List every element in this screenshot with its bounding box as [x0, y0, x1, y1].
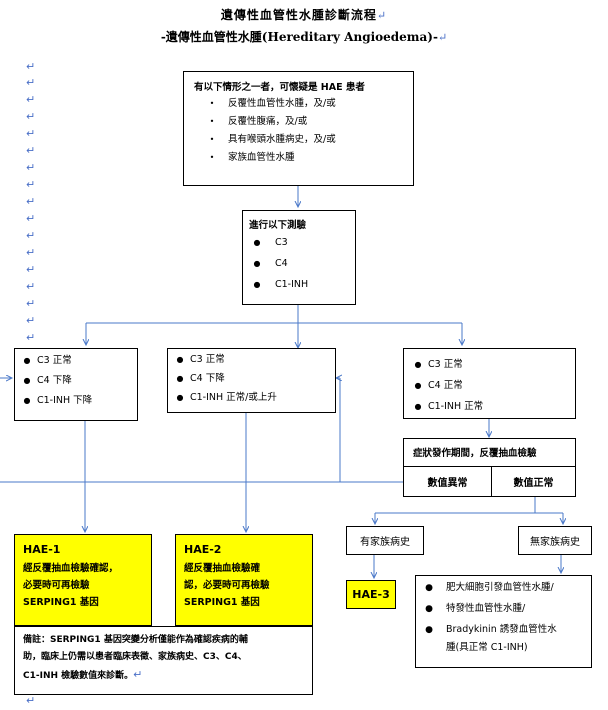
paragraph-mark: ↵: [26, 229, 36, 242]
bullet-icon: ●: [23, 396, 31, 405]
bullet-icon: ●: [176, 393, 184, 402]
paragraph-mark: ↵: [133, 668, 143, 681]
bullet-icon: ●: [425, 583, 433, 593]
paragraph-mark: ↵: [26, 161, 36, 174]
paragraph-mark: ↵: [26, 297, 36, 310]
bullet-icon: ●: [23, 376, 31, 385]
abnormal-return-line: [0, 481, 449, 497]
list-item: ●C4 下降: [19, 375, 137, 387]
list-item: ●C1-INH 正常: [410, 401, 575, 413]
bullet-icon: •: [209, 135, 215, 144]
list-item: ●肥大細胞引發血管性水腫/: [420, 582, 591, 594]
list-item: •具有喉頭水腫病史，及/或: [204, 134, 413, 146]
hae2-line: 認，必要時可再檢驗: [184, 580, 270, 591]
bullet-icon: •: [209, 99, 215, 108]
other-diagnoses-box: ●肥大細胞引發血管性水腫/ ●特發性血管性水腫/ ●Bradykinin 誘發血…: [415, 575, 592, 668]
repeat-header: 症狀發作期間，反覆抽血檢驗: [413, 448, 537, 459]
branch-left-box: ●C3 正常 ●C4 下降 ●C1-INH 下降: [14, 348, 138, 421]
bullet-icon: •: [209, 117, 215, 126]
note-line: C1-INH 檢驗數值來診斷。↵: [23, 668, 143, 681]
paragraph-mark: ↵: [437, 31, 448, 44]
paragraph-mark: ↵: [26, 76, 36, 89]
list-item: •反覆性腹痛，及/或: [204, 116, 413, 128]
repeat-testing-box: 症狀發作期間，反覆抽血檢驗 數值異常 數值正常: [403, 438, 576, 497]
paragraph-mark: ↵: [26, 331, 36, 344]
hae1-line: 必要時可再檢驗: [23, 580, 90, 591]
page-title: 遺傳性血管性水腫診斷流程↵: [220, 8, 388, 22]
list-item: ●C4: [249, 258, 355, 270]
paragraph-mark: ↵: [376, 9, 388, 22]
note-box: 備註：SERPING1 基因突變分析僅能作為確認疾病的輔 助，臨床上仍需以患者臨…: [14, 626, 313, 695]
bullet-icon: ●: [176, 374, 184, 383]
paragraph-mark: ↵: [26, 246, 36, 259]
paragraph-mark: ↵: [26, 280, 36, 293]
tests-header: 進行以下測驗: [249, 220, 307, 231]
paragraph-mark: ↵: [26, 60, 36, 73]
list-item: ●C3 正常: [172, 354, 335, 366]
list-item: ●C3: [249, 237, 355, 249]
list-item: •家族血管性水腫: [204, 152, 413, 164]
page-subtitle: -遺傳性血管性水腫(Hereditary Angioedema)-↵: [160, 30, 448, 44]
list-item: •反覆性血管性水腫，及/或: [204, 98, 413, 110]
bullet-icon: ●: [414, 402, 422, 411]
paragraph-mark: ↵: [26, 314, 36, 327]
hae1-line: SERPING1 基因: [23, 597, 99, 608]
bullet-icon: ●: [176, 355, 184, 364]
hae1-box: HAE-1 經反覆抽血檢驗確認， 必要時可再檢驗 SERPING1 基因: [14, 534, 152, 626]
tests-box: 進行以下測驗 ●C3 ●C4 ●C1-INH: [242, 210, 356, 305]
hae2-line: SERPING1 基因: [184, 597, 260, 608]
list-item: 腫(具正常 C1-INH): [446, 642, 528, 653]
paragraph-mark: ↵: [26, 694, 36, 707]
note-line: 助，臨床上仍需以患者臨床表徵、家族病史、C3、C4、: [23, 652, 247, 662]
branch-right-box: ●C3 正常 ●C4 正常 ●C1-INH 正常: [403, 348, 576, 419]
list-item: ●C3 正常: [19, 355, 137, 367]
abnormal-result-cell: 數值異常: [427, 478, 468, 489]
bullet-icon: ●: [414, 381, 422, 390]
normal-result-cell: 數值正常: [513, 478, 554, 489]
bullet-icon: ●: [23, 356, 31, 365]
bullet-icon: •: [209, 153, 215, 162]
paragraph-mark: ↵: [26, 110, 36, 123]
hae2-box: HAE-2 經反覆抽血檢驗確 認，必要時可再檢驗 SERPING1 基因: [175, 534, 313, 626]
list-item: ●C3 正常: [410, 359, 575, 371]
list-item: ●C4 下降: [172, 373, 335, 385]
bullet-icon: ●: [253, 238, 261, 247]
list-item: ●C1-INH: [249, 279, 355, 291]
paragraph-mark: ↵: [26, 127, 36, 140]
hae3-box: HAE-3: [346, 580, 396, 609]
list-item: ●C4 正常: [410, 380, 575, 392]
bullet-icon: ●: [425, 625, 433, 635]
branch-middle-box: ●C3 正常 ●C4 下降 ●C1-INH 正常/或上升: [167, 348, 336, 413]
suspect-header: 有以下情形之一者，可懷疑是 HAE 患者: [194, 82, 365, 93]
suspect-criteria-box: 有以下情形之一者，可懷疑是 HAE 患者 •反覆性血管性水腫，及/或 •反覆性腹…: [183, 71, 414, 186]
list-item: ●C1-INH 下降: [19, 395, 137, 407]
list-item: ●Bradykinin 誘發血管性水: [420, 624, 591, 636]
paragraph-mark: ↵: [26, 93, 36, 106]
paragraph-mark: ↵: [26, 178, 36, 191]
hae1-title: HAE-1: [23, 543, 61, 556]
paragraph-mark: ↵: [26, 263, 36, 276]
paragraph-mark: ↵: [26, 212, 36, 225]
paragraph-mark: ↵: [26, 195, 36, 208]
hae2-title: HAE-2: [184, 543, 222, 556]
list-item: ●特發性血管性水腫/: [420, 603, 591, 615]
bullet-icon: ●: [253, 280, 261, 289]
bullet-icon: ●: [253, 259, 261, 268]
hae1-line: 經反覆抽血檢驗確認，: [23, 563, 119, 574]
bullet-icon: ●: [414, 360, 422, 369]
note-line: 備註：SERPING1 基因突變分析僅能作為確認疾病的輔: [23, 635, 248, 645]
with-family-history-box: 有家族病史: [346, 526, 424, 555]
bullet-icon: ●: [425, 604, 433, 614]
paragraph-mark: ↵: [26, 144, 36, 157]
without-family-history-box: 無家族病史: [518, 526, 592, 555]
hae2-line: 經反覆抽血檢驗確: [184, 563, 261, 574]
list-item: ●C1-INH 正常/或上升: [172, 392, 335, 404]
